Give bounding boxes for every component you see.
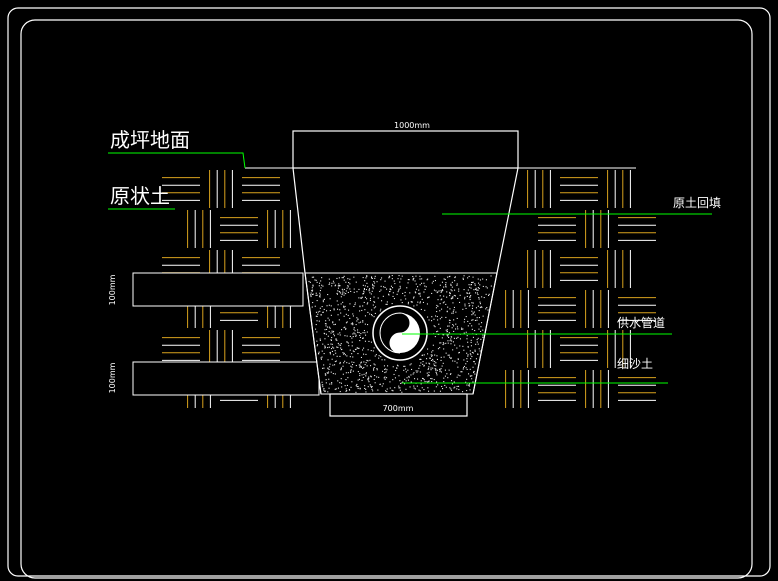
dim-bottom-width: 700mm [383,404,414,413]
label-pipe: 供水管道 [617,315,665,330]
trench-right-wall [472,167,519,395]
bottom-width-box [329,393,468,417]
label-fine-sand: 细沙土 [617,357,653,371]
label-backfill: 原土回填 [673,196,721,210]
soil-hatch-right [505,170,656,408]
dim-top-width: 1000mm [394,121,430,130]
pipe-symbol-icon [379,312,420,354]
top-width-box [292,130,519,169]
dim-band-lower [132,361,320,396]
dim-lower-band: 100mm [108,362,117,393]
outer-frame [7,7,771,577]
trench-left-wall [292,167,322,395]
inner-frame [20,19,753,579]
dim-upper-band: 100mm [108,274,117,305]
leader-finished-ground [108,152,246,169]
dim-band-upper [132,272,304,307]
sand-texture [308,275,492,393]
label-original-soil: 原状土 [110,184,170,208]
label-finished-ground: 成坪地面 [110,128,190,152]
